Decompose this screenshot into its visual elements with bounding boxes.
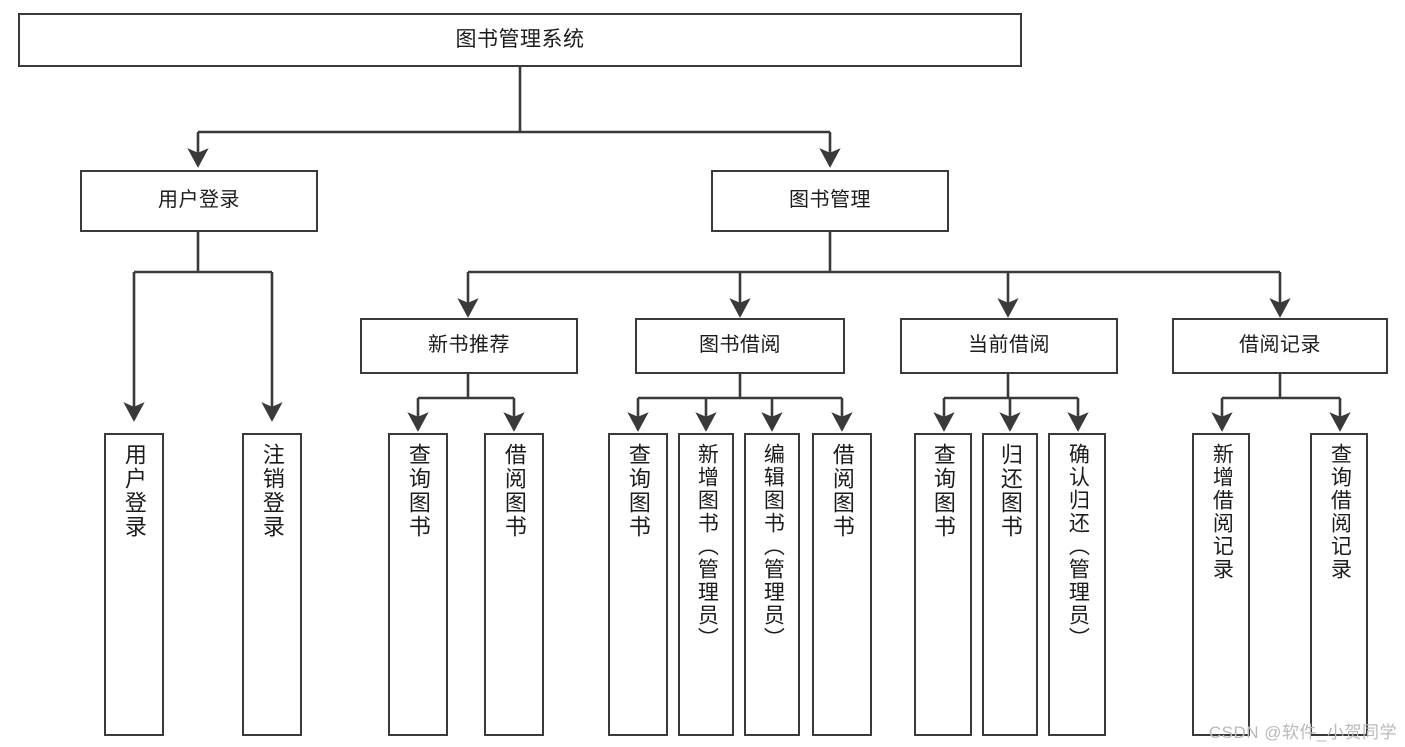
node-label: 新增图书（管理员） (695, 443, 719, 650)
leaf-book-borrow-edit-book-admin[interactable]: 编辑图书（管理员） (744, 433, 800, 736)
node-label: 用户登录 (158, 189, 240, 212)
node-label: 注销登录 (259, 443, 285, 539)
node-label: 借阅图书 (829, 443, 855, 539)
node-label: 查询借阅记录 (1328, 443, 1352, 581)
leaf-borrow-record-query-record[interactable]: 查询借阅记录 (1310, 433, 1368, 736)
node-label: 用户登录 (121, 443, 147, 539)
node-book-borrow[interactable]: 图书借阅 (635, 318, 845, 374)
node-user-login[interactable]: 用户登录 (80, 170, 318, 232)
node-label: 查询图书 (930, 443, 956, 539)
leaf-borrow-record-add-record[interactable]: 新增借阅记录 (1192, 433, 1250, 736)
node-label: 图书管理 (789, 189, 871, 212)
node-label: 借阅记录 (1239, 334, 1321, 357)
node-label: 归还图书 (997, 443, 1023, 539)
node-label: 新增借阅记录 (1210, 443, 1234, 581)
node-label: 借阅图书 (501, 443, 527, 539)
node-label: 图书管理系统 (455, 27, 585, 51)
node-label: 当前借阅 (968, 334, 1050, 357)
node-label: 编辑图书（管理员） (761, 443, 785, 650)
leaf-new-book-query-book[interactable]: 查询图书 (388, 433, 448, 736)
watermark-text: CSDN @软件_小贺同学 (1208, 723, 1397, 742)
leaf-book-borrow-borrow-book[interactable]: 借阅图书 (812, 433, 872, 736)
node-label: 查询图书 (625, 443, 651, 539)
leaf-current-borrow-return-book[interactable]: 归还图书 (982, 433, 1038, 736)
leaf-book-borrow-query-book[interactable]: 查询图书 (608, 433, 668, 736)
node-book-management[interactable]: 图书管理 (711, 170, 949, 232)
leaf-user-login-login[interactable]: 用户登录 (104, 433, 164, 736)
node-label: 查询图书 (405, 443, 431, 539)
node-new-book-recommend[interactable]: 新书推荐 (360, 318, 578, 374)
leaf-current-borrow-query-book[interactable]: 查询图书 (914, 433, 972, 736)
node-label: 确认归还（管理员） (1066, 443, 1090, 650)
leaf-user-login-logout[interactable]: 注销登录 (242, 433, 302, 736)
node-label: 图书借阅 (699, 334, 781, 357)
node-root-book-management-system[interactable]: 图书管理系统 (18, 13, 1022, 67)
node-label: 新书推荐 (428, 334, 510, 357)
node-borrow-record[interactable]: 借阅记录 (1172, 318, 1388, 374)
leaf-current-borrow-confirm-return-admin[interactable]: 确认归还（管理员） (1048, 433, 1106, 736)
leaf-book-borrow-add-book-admin[interactable]: 新增图书（管理员） (678, 433, 734, 736)
node-current-borrow[interactable]: 当前借阅 (900, 318, 1118, 374)
leaf-new-book-borrow-book[interactable]: 借阅图书 (484, 433, 544, 736)
